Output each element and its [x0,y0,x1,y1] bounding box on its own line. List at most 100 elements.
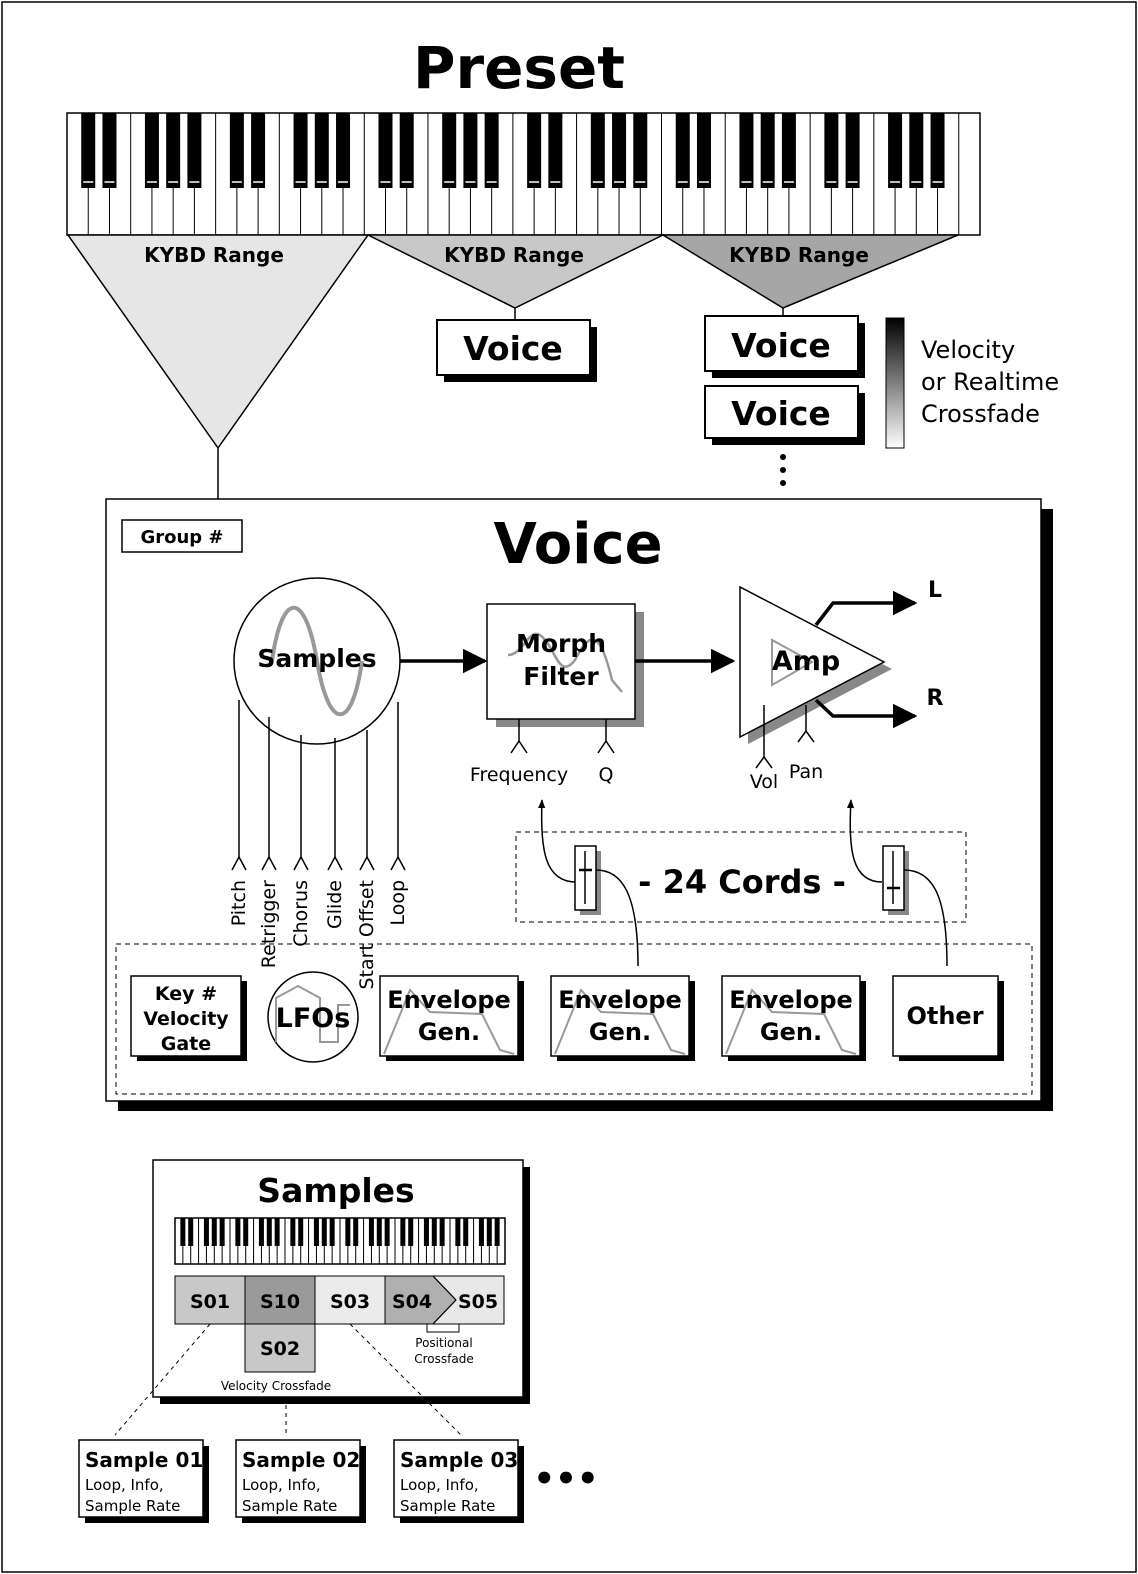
black-key [463,1218,469,1246]
voice-panel-title: Voice [493,512,662,577]
sample-input-label: Start Offset [356,880,378,990]
voice-box-label: Voice [731,394,831,433]
cords-label: - 24 Cords - [638,863,846,901]
black-key [81,113,96,188]
zone-s03-label: S03 [330,1291,370,1313]
black-key [353,1218,359,1246]
black-key [696,113,711,188]
leader-s03 [349,1323,462,1436]
positional-bracket [426,1324,460,1333]
samples-keyboard [174,1217,506,1265]
crossfade-gradient-bar [885,317,905,449]
black-key [423,1218,429,1246]
source-envelope-2-line-2: Gen. [589,1018,651,1046]
black-key [376,1218,382,1246]
black-key [203,1218,209,1246]
zone-s10 [244,1275,316,1325]
pan-label: Pan [789,761,823,783]
positional-label-1: Positional [415,1336,472,1350]
black-key [187,113,202,188]
left-cord-slider [574,845,601,915]
samples-circle-label: Samples [257,644,376,673]
black-key [548,113,563,188]
sample-card-2-line-2: Sample Rate [242,1497,337,1515]
sample-input-fork [359,855,375,871]
black-key [290,1218,296,1246]
sample-card-2-line-1: Loop, Info, [242,1476,321,1494]
sample-card-2: Sample 02 Loop, Info, Sample Rate [235,1439,366,1523]
sample-input-label: Pitch [228,880,250,926]
black-key [442,113,457,188]
voice-box-2: Voice [704,315,865,378]
source-envelope-3-line-2: Gen. [760,1018,822,1046]
left-output-label: L [928,578,942,603]
black-key [431,1218,437,1246]
source-keyvelgate: Key # Velocity Gate [130,975,247,1061]
black-key [845,113,860,188]
black-key [293,113,308,188]
source-other-label: Other [906,1002,983,1030]
black-key [399,113,414,188]
sample-input-fork [231,855,247,871]
source-keyvelgate-line-3: Gate [161,1033,211,1055]
sample-card-2-title: Sample 02 [242,1448,360,1472]
black-key [229,113,244,188]
sample-input-label: Loop [387,880,409,926]
right-cord-slider [882,845,909,915]
source-keyvelgate-line-1: Key # [155,983,217,1005]
q-label: Q [599,764,614,786]
source-lfos-label: LFOs [276,1003,351,1034]
sample-input-fork [390,855,406,871]
samples-panel: Samples S01 S10 S03 S04 S05 S02 Position… [152,1159,530,1404]
sources-box [115,943,1033,1095]
samples-panel-title: Samples [257,1171,414,1210]
source-envelope-1-line-2: Gen. [418,1018,480,1046]
black-key [336,113,351,188]
source-envelope-2-line-1: Envelope [558,986,682,1014]
morph-filter-label-2: Filter [523,662,599,691]
black-key [313,1218,319,1246]
black-key [166,113,181,188]
black-key [251,113,266,188]
black-key [781,113,796,188]
black-key [321,1218,327,1246]
voice-box-3: Voice [704,385,865,445]
source-envelope-3: Envelope Gen. [721,975,866,1061]
black-key [439,1218,445,1246]
pan-input-fork [797,729,815,743]
source-lfos: LFOs [267,971,359,1063]
frequency-label: Frequency [470,764,568,786]
sample-card-3-line-1: Loop, Info, [400,1476,479,1494]
sample-input-fork [261,855,277,871]
group-number-box [121,519,243,553]
black-key [408,1218,414,1246]
filter-curve [507,632,623,693]
voice-box-1: Voice [436,319,597,382]
vol-input-fork [755,755,773,769]
zone-label-3: KYBD Range [729,243,869,267]
right-output-arrow [814,698,918,729]
keyboard-frame [66,112,981,236]
amp-label: Amp [772,646,840,677]
black-key [930,113,945,188]
q-input-fork [597,739,615,754]
amp-inner-triangle [771,638,815,687]
crossfade-line-a [432,1275,457,1301]
black-key [494,1218,500,1246]
black-key [235,1218,241,1246]
zone-label-2: KYBD Range [444,243,584,267]
black-key [345,1218,351,1246]
crossfade-legend-line-3: Crossfade [921,400,1040,428]
sample-input-fork [327,855,343,871]
right-cord-arrow [846,799,883,883]
zone-s04-label: S04 [392,1291,432,1313]
right-cord-source-line [903,869,948,967]
black-key [102,113,117,188]
zone-s01-label: S01 [190,1291,230,1313]
leader-s01 [114,1323,211,1436]
black-key [368,1218,374,1246]
black-key [633,113,648,188]
zone-s10-label: S10 [260,1291,300,1313]
black-key [384,1218,390,1246]
